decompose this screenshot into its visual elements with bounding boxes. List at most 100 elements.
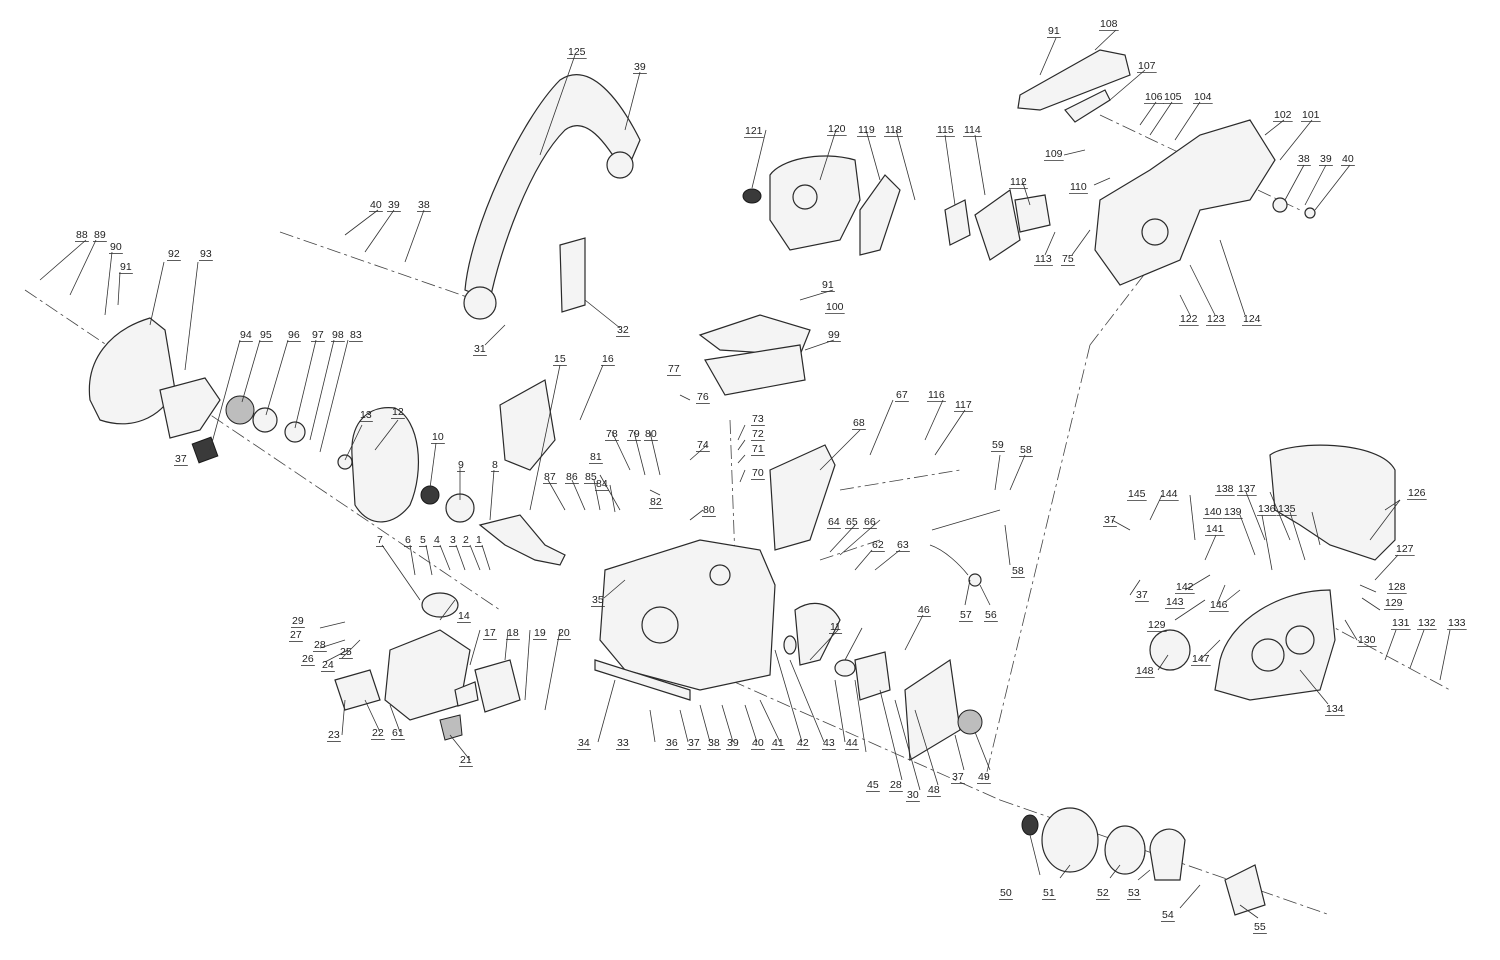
callout-148: 148	[1136, 665, 1154, 677]
part-engine-housing	[594, 539, 776, 701]
callout-42: 42	[797, 737, 809, 749]
callout-50: 50	[1000, 887, 1012, 899]
callout-13: 13	[360, 409, 372, 421]
callout-44: 44	[846, 737, 858, 749]
callout-142: 142	[1176, 581, 1194, 593]
callout-31: 31	[474, 343, 486, 355]
callout-34: 34	[578, 737, 590, 749]
part-crankcase-half	[499, 379, 556, 471]
callout-21: 21	[460, 754, 472, 766]
callout-82: 82	[650, 496, 662, 508]
callout-115: 115	[937, 124, 954, 136]
callout-12: 12	[392, 406, 404, 418]
callout-17: 17	[484, 627, 496, 639]
callout-39-top: 39	[388, 199, 400, 211]
callout-14: 14	[458, 610, 470, 622]
callout-32: 32	[617, 324, 629, 336]
callout-64: 64	[828, 516, 840, 528]
callout-98: 98	[332, 329, 344, 341]
callout-113: 113	[1035, 253, 1052, 265]
callout-52: 52	[1097, 887, 1109, 899]
callout-15: 15	[554, 353, 566, 365]
callout-58-top: 58	[1020, 444, 1032, 456]
part-muffler	[454, 659, 521, 713]
part-side-cover	[1149, 444, 1396, 701]
part-brake-band	[783, 602, 841, 666]
callout-143: 143	[1166, 596, 1184, 608]
callout-5: 5	[420, 534, 426, 546]
part-oil-pump	[834, 651, 891, 701]
callout-20: 20	[558, 627, 570, 639]
callout-145: 145	[1128, 488, 1146, 500]
callout-91-top: 91	[1048, 25, 1060, 37]
callout-146: 146	[1210, 599, 1228, 611]
callout-104: 104	[1194, 91, 1212, 103]
callout-2: 2	[463, 534, 469, 546]
callout-125: 125	[568, 46, 586, 58]
callout-102: 102	[1274, 109, 1292, 121]
callout-89: 89	[94, 229, 106, 241]
callout-39-right: 39	[1320, 153, 1332, 165]
callout-147: 147	[1192, 653, 1210, 665]
callout-57: 57	[960, 609, 972, 621]
part-clutch-cover	[904, 658, 983, 762]
callout-55: 55	[1254, 921, 1266, 933]
callout-71: 71	[752, 443, 764, 455]
callout-90: 90	[110, 241, 122, 253]
callout-93: 93	[200, 248, 212, 260]
part-hand-guard-bracket	[559, 237, 586, 313]
callout-83: 83	[350, 329, 362, 341]
callout-29: 29	[292, 615, 304, 627]
callout-94: 94	[240, 329, 252, 341]
callout-54: 54	[1162, 909, 1174, 921]
callout-117: 117	[955, 399, 972, 411]
callout-23: 23	[328, 729, 340, 741]
part-carburetor	[944, 188, 1051, 261]
callout-141: 141	[1206, 523, 1224, 535]
callout-7: 7	[377, 534, 383, 546]
callout-40-top: 40	[370, 199, 382, 211]
callout-74: 74	[697, 439, 709, 451]
callout-131: 131	[1392, 617, 1410, 629]
callout-120: 120	[828, 123, 846, 135]
callout-30: 30	[907, 789, 919, 801]
callout-59: 59	[992, 439, 1004, 451]
callout-126: 126	[1408, 487, 1426, 499]
callout-28-right: 28	[890, 779, 902, 791]
part-cylinder	[334, 592, 471, 741]
callout-37-bottom: 37	[688, 737, 700, 749]
part-flywheel	[225, 395, 475, 523]
callout-99: 99	[828, 329, 840, 341]
callout-108: 108	[1100, 18, 1118, 30]
callout-26: 26	[302, 653, 314, 665]
callout-63: 63	[897, 539, 909, 551]
callout-28-left: 28	[314, 639, 326, 651]
part-sprocket-drum	[1021, 807, 1266, 916]
leader-lines	[39, 29, 1451, 919]
callout-107: 107	[1138, 60, 1156, 72]
callout-39-handle: 39	[634, 61, 646, 73]
callout-73: 73	[752, 413, 764, 425]
part-starter-cover	[88, 317, 221, 464]
callout-43: 43	[823, 737, 835, 749]
callout-80: 80	[703, 504, 715, 516]
callout-62: 62	[872, 539, 884, 551]
callout-11: 11	[830, 621, 841, 633]
callout-105: 105	[1164, 91, 1182, 103]
callout-48: 48	[928, 784, 940, 796]
callout-6: 6	[405, 534, 411, 546]
callout-4: 4	[434, 534, 440, 546]
callout-76: 76	[697, 391, 709, 403]
callout-53: 53	[1128, 887, 1140, 899]
callout-39-bottom: 39	[727, 737, 739, 749]
callout-86: 86	[566, 471, 578, 483]
callout-16: 16	[602, 353, 614, 365]
callout-91-mid: 91	[822, 279, 834, 291]
callout-46: 46	[918, 604, 930, 616]
callout-41: 41	[772, 737, 784, 749]
callout-121: 121	[745, 125, 763, 137]
callout-134: 134	[1326, 703, 1344, 715]
callout-25: 25	[340, 646, 352, 658]
callout-1: 1	[476, 534, 482, 546]
